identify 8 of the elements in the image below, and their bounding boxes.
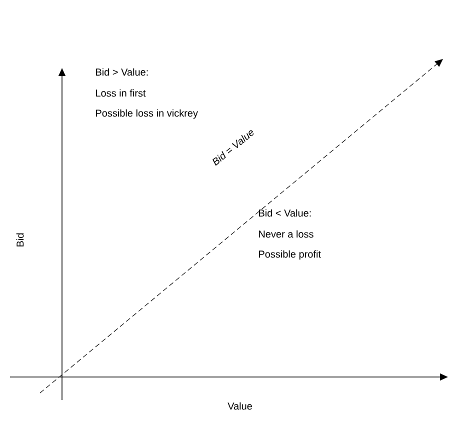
label: Possible profit	[259, 250, 321, 260]
label: Bid	[16, 233, 24, 246]
label: Loss in first	[96, 89, 146, 97]
label: Bid < Value:	[259, 209, 311, 217]
label: Never a loss	[259, 230, 314, 238]
label: Bid > Value:	[96, 68, 148, 76]
label: Value	[228, 402, 252, 410]
label: Possible loss in vickrey	[96, 109, 198, 119]
